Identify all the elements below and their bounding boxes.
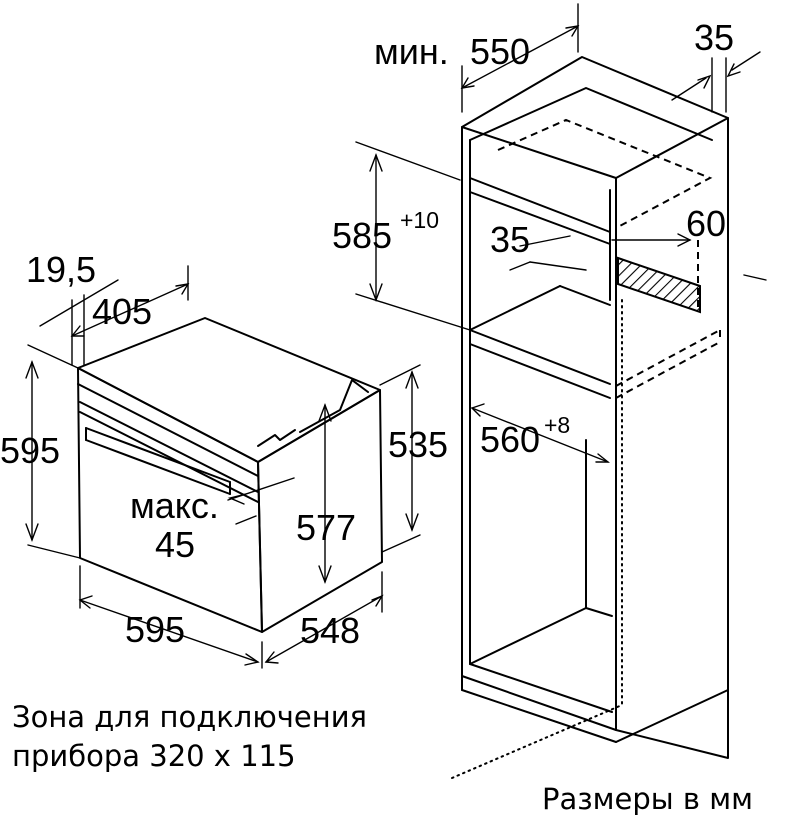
- oven-dimensions: [25, 265, 421, 669]
- units-note: Размеры в мм: [542, 782, 753, 816]
- niche-height-label: 585: [332, 215, 392, 256]
- oven-width-label: 595: [125, 609, 185, 650]
- min-prefix-label: мин.: [374, 31, 449, 72]
- labels: 19,5 405 595 535 577 макс. 45 595 548 ми…: [0, 17, 753, 816]
- cabinet-dimensions: [355, 3, 767, 463]
- oven-handle: [85, 427, 231, 495]
- vent-hatch: [617, 256, 701, 314]
- oven-height-label: 595: [0, 430, 60, 471]
- vent-depth-label: 60: [686, 203, 726, 244]
- handle-max-label: макс.: [130, 485, 219, 526]
- inner-height-label: 577: [296, 507, 356, 548]
- niche-width-label: 560: [480, 419, 540, 460]
- panel-height-label: 535: [388, 424, 448, 465]
- connection-zone-line1: Зона для подключения: [12, 700, 367, 734]
- oven-drawing: [77, 317, 383, 633]
- oven-depth-label: 548: [300, 610, 360, 651]
- shelf-gap-label: 35: [490, 219, 530, 260]
- cabinet-drawing: [451, 56, 729, 779]
- front-thickness-label: 19,5: [26, 249, 96, 290]
- min-depth-label: 550: [470, 31, 530, 72]
- back-gap-label: 35: [694, 17, 734, 58]
- width-tolerance-label: +8: [544, 412, 570, 438]
- handle-value-label: 45: [155, 524, 195, 565]
- connection-zone-line2: прибора 320 x 115: [12, 739, 296, 773]
- body-depth-label: 405: [92, 291, 152, 332]
- niche-tolerance-label: +10: [400, 207, 439, 233]
